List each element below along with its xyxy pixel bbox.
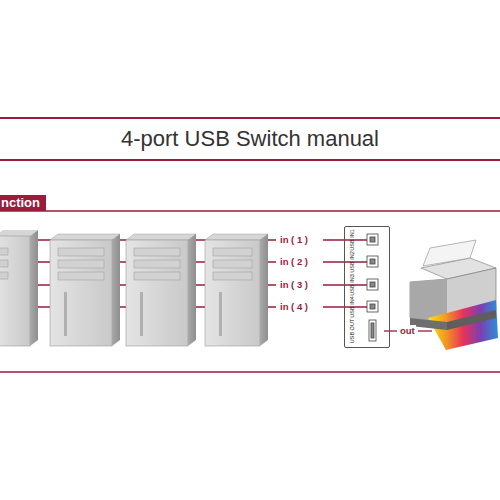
title: 4-port USB Switch manual [121,126,379,152]
port-label: USB OUT [349,318,355,342]
drive-bay [58,272,104,280]
port-label: USB IN4 [349,296,355,317]
port-callout: in ( 2 ) [279,256,309,268]
frame-line [0,159,500,161]
tower-slot [140,292,143,336]
drive-bay [58,248,104,256]
pc-tower [50,240,112,346]
port-label: USB IN1 [349,229,355,250]
pc-tower [126,240,188,346]
usb-port [367,234,378,341]
section-heading: nction [1,195,40,211]
pc-tower [50,234,120,240]
drive-bay [58,260,104,268]
pc-tower [188,234,196,346]
drive-bay [213,260,252,268]
port-label: USB IN2 [349,251,355,272]
drive-bay [134,248,180,256]
tower-slot [64,292,67,336]
drive-bay [134,272,180,280]
frame-line [0,210,500,212]
port-callout: in ( 3 ) [279,279,309,291]
pc-tower [0,230,38,346]
port-callout: out [399,325,416,337]
frame-line [0,117,500,119]
pc-tower [205,240,260,346]
tower-slot [219,292,222,336]
pc-tower [260,234,268,346]
port-callout: in ( 4 ) [279,301,309,313]
port-callout: in ( 1 ) [279,234,309,246]
usb-switch-box: USB IN1USB IN2USB IN3USB IN4USB OUT [344,226,390,348]
pc-tower [205,234,268,240]
port-label: USB IN3 [349,274,355,295]
drive-bay [134,260,180,268]
section-tab: nction [0,195,46,211]
printer [410,240,498,350]
drive-bay [213,272,252,280]
pc-tower [126,234,196,240]
pc-tower [112,234,120,346]
frame-line [0,371,500,373]
drive-bay [213,248,252,256]
